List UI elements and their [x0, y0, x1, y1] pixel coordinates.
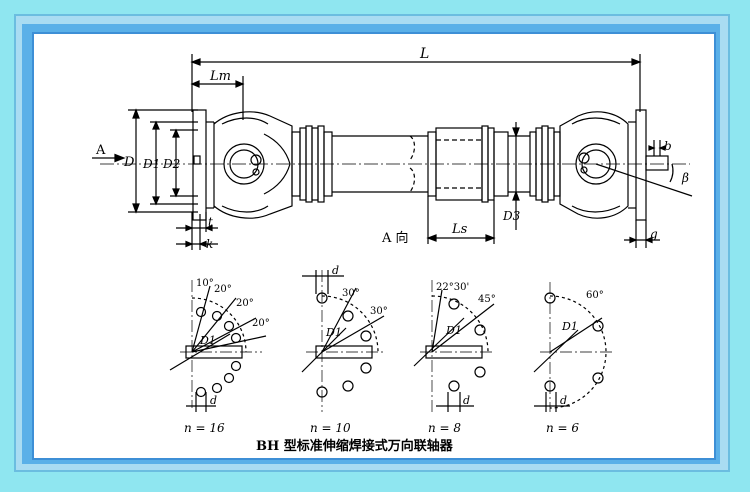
- pattern3-angle-2: 45°: [478, 294, 496, 305]
- label-beta: β: [681, 171, 689, 185]
- left-yoke: [213, 111, 293, 219]
- dimension-g: [624, 220, 660, 248]
- label-view-A: A 向: [381, 230, 409, 246]
- label-L: L: [419, 46, 429, 62]
- dimension-t: [176, 212, 218, 250]
- pattern1-angle-2: 20°: [214, 284, 232, 295]
- pattern4-d-label: d: [560, 394, 567, 407]
- bolt-pattern-n10: [301, 270, 385, 412]
- right-yoke: [559, 111, 629, 219]
- pattern1-n-label: n = 16: [184, 421, 225, 435]
- dimension-D2: [170, 128, 198, 198]
- pattern2-n-label: n = 10: [310, 421, 351, 435]
- label-k: k: [206, 237, 213, 251]
- pattern4-D1-label: D1: [561, 320, 578, 333]
- pattern3-d-label: d: [463, 394, 470, 407]
- pattern2-d-label: d: [332, 264, 339, 277]
- pattern2-D1-label: D1: [325, 326, 342, 339]
- label-Lm: Lm: [209, 69, 231, 84]
- drawing-sheet: [32, 32, 716, 460]
- label-Ls: Ls: [451, 222, 468, 237]
- pattern2-angle-2: 30°: [370, 306, 388, 317]
- label-D3: D3: [502, 209, 521, 223]
- label-b: b: [664, 139, 672, 153]
- drawing-caption: BH 型标准伸缩焊接式万向联轴器: [256, 438, 454, 454]
- dimension-D: [128, 108, 198, 214]
- label-D: D: [123, 155, 135, 170]
- bolt-pattern-n16: [169, 280, 267, 412]
- pattern1-D1-label: D1: [199, 334, 216, 347]
- dimension-k: [176, 214, 218, 250]
- label-arrow-A: A: [95, 143, 106, 158]
- right-flange: [628, 109, 669, 221]
- pattern1-angle-4: 20°: [252, 318, 270, 329]
- dimension-D1: [150, 120, 198, 206]
- label-t: t: [208, 215, 213, 229]
- view-arrow: [92, 153, 126, 163]
- dimension-beta: [595, 163, 693, 197]
- dimension-b: [648, 140, 666, 156]
- pattern3-n-label: n = 8: [428, 421, 461, 435]
- pattern3-D1-label: D1: [445, 324, 462, 337]
- dimension-D3: [512, 122, 520, 230]
- pattern4-angle-1: 60°: [586, 290, 604, 301]
- pattern1-angle-3: 20°: [236, 298, 254, 309]
- pattern1-angle-1: 10°: [196, 278, 214, 289]
- pattern1-d-label: d: [210, 394, 217, 407]
- bolt-pattern-n8: [413, 280, 495, 412]
- dimension-L: [190, 54, 642, 112]
- dimension-Ls: [426, 196, 496, 244]
- label-D2: D2: [162, 157, 180, 171]
- bolt-pattern-n6: [533, 282, 612, 412]
- pattern4-n-label: n = 6: [546, 421, 579, 435]
- pattern2-angle-1: 30°: [342, 288, 360, 299]
- pattern3-angle-1: 22°30': [436, 282, 469, 293]
- label-D1: D1: [142, 157, 160, 171]
- label-g: g: [650, 227, 658, 241]
